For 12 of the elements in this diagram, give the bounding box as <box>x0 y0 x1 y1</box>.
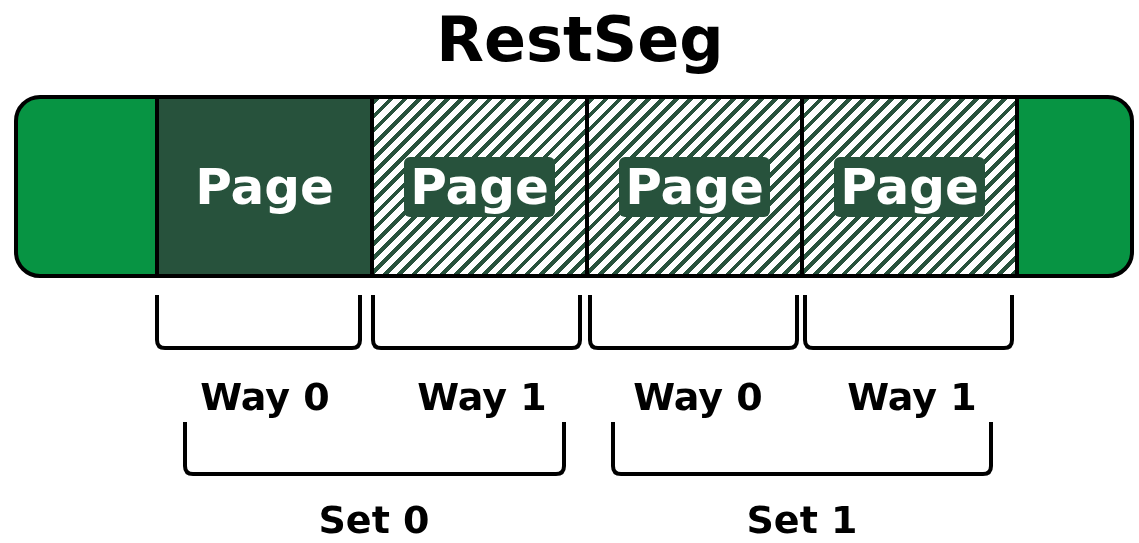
way-label: Way 1 <box>416 374 548 420</box>
memory-bar <box>14 95 1134 278</box>
page-label: Page <box>619 156 770 217</box>
way-label: Way 1 <box>846 374 978 420</box>
way-label: Way 0 <box>199 374 331 420</box>
page-label: Page <box>834 156 985 217</box>
set-label: Set 1 <box>745 497 859 543</box>
set-label: Set 0 <box>317 497 431 543</box>
page-label: Page <box>404 156 555 217</box>
title: RestSeg <box>435 2 725 78</box>
page-label: Page <box>194 156 335 217</box>
way-label: Way 0 <box>632 374 764 420</box>
